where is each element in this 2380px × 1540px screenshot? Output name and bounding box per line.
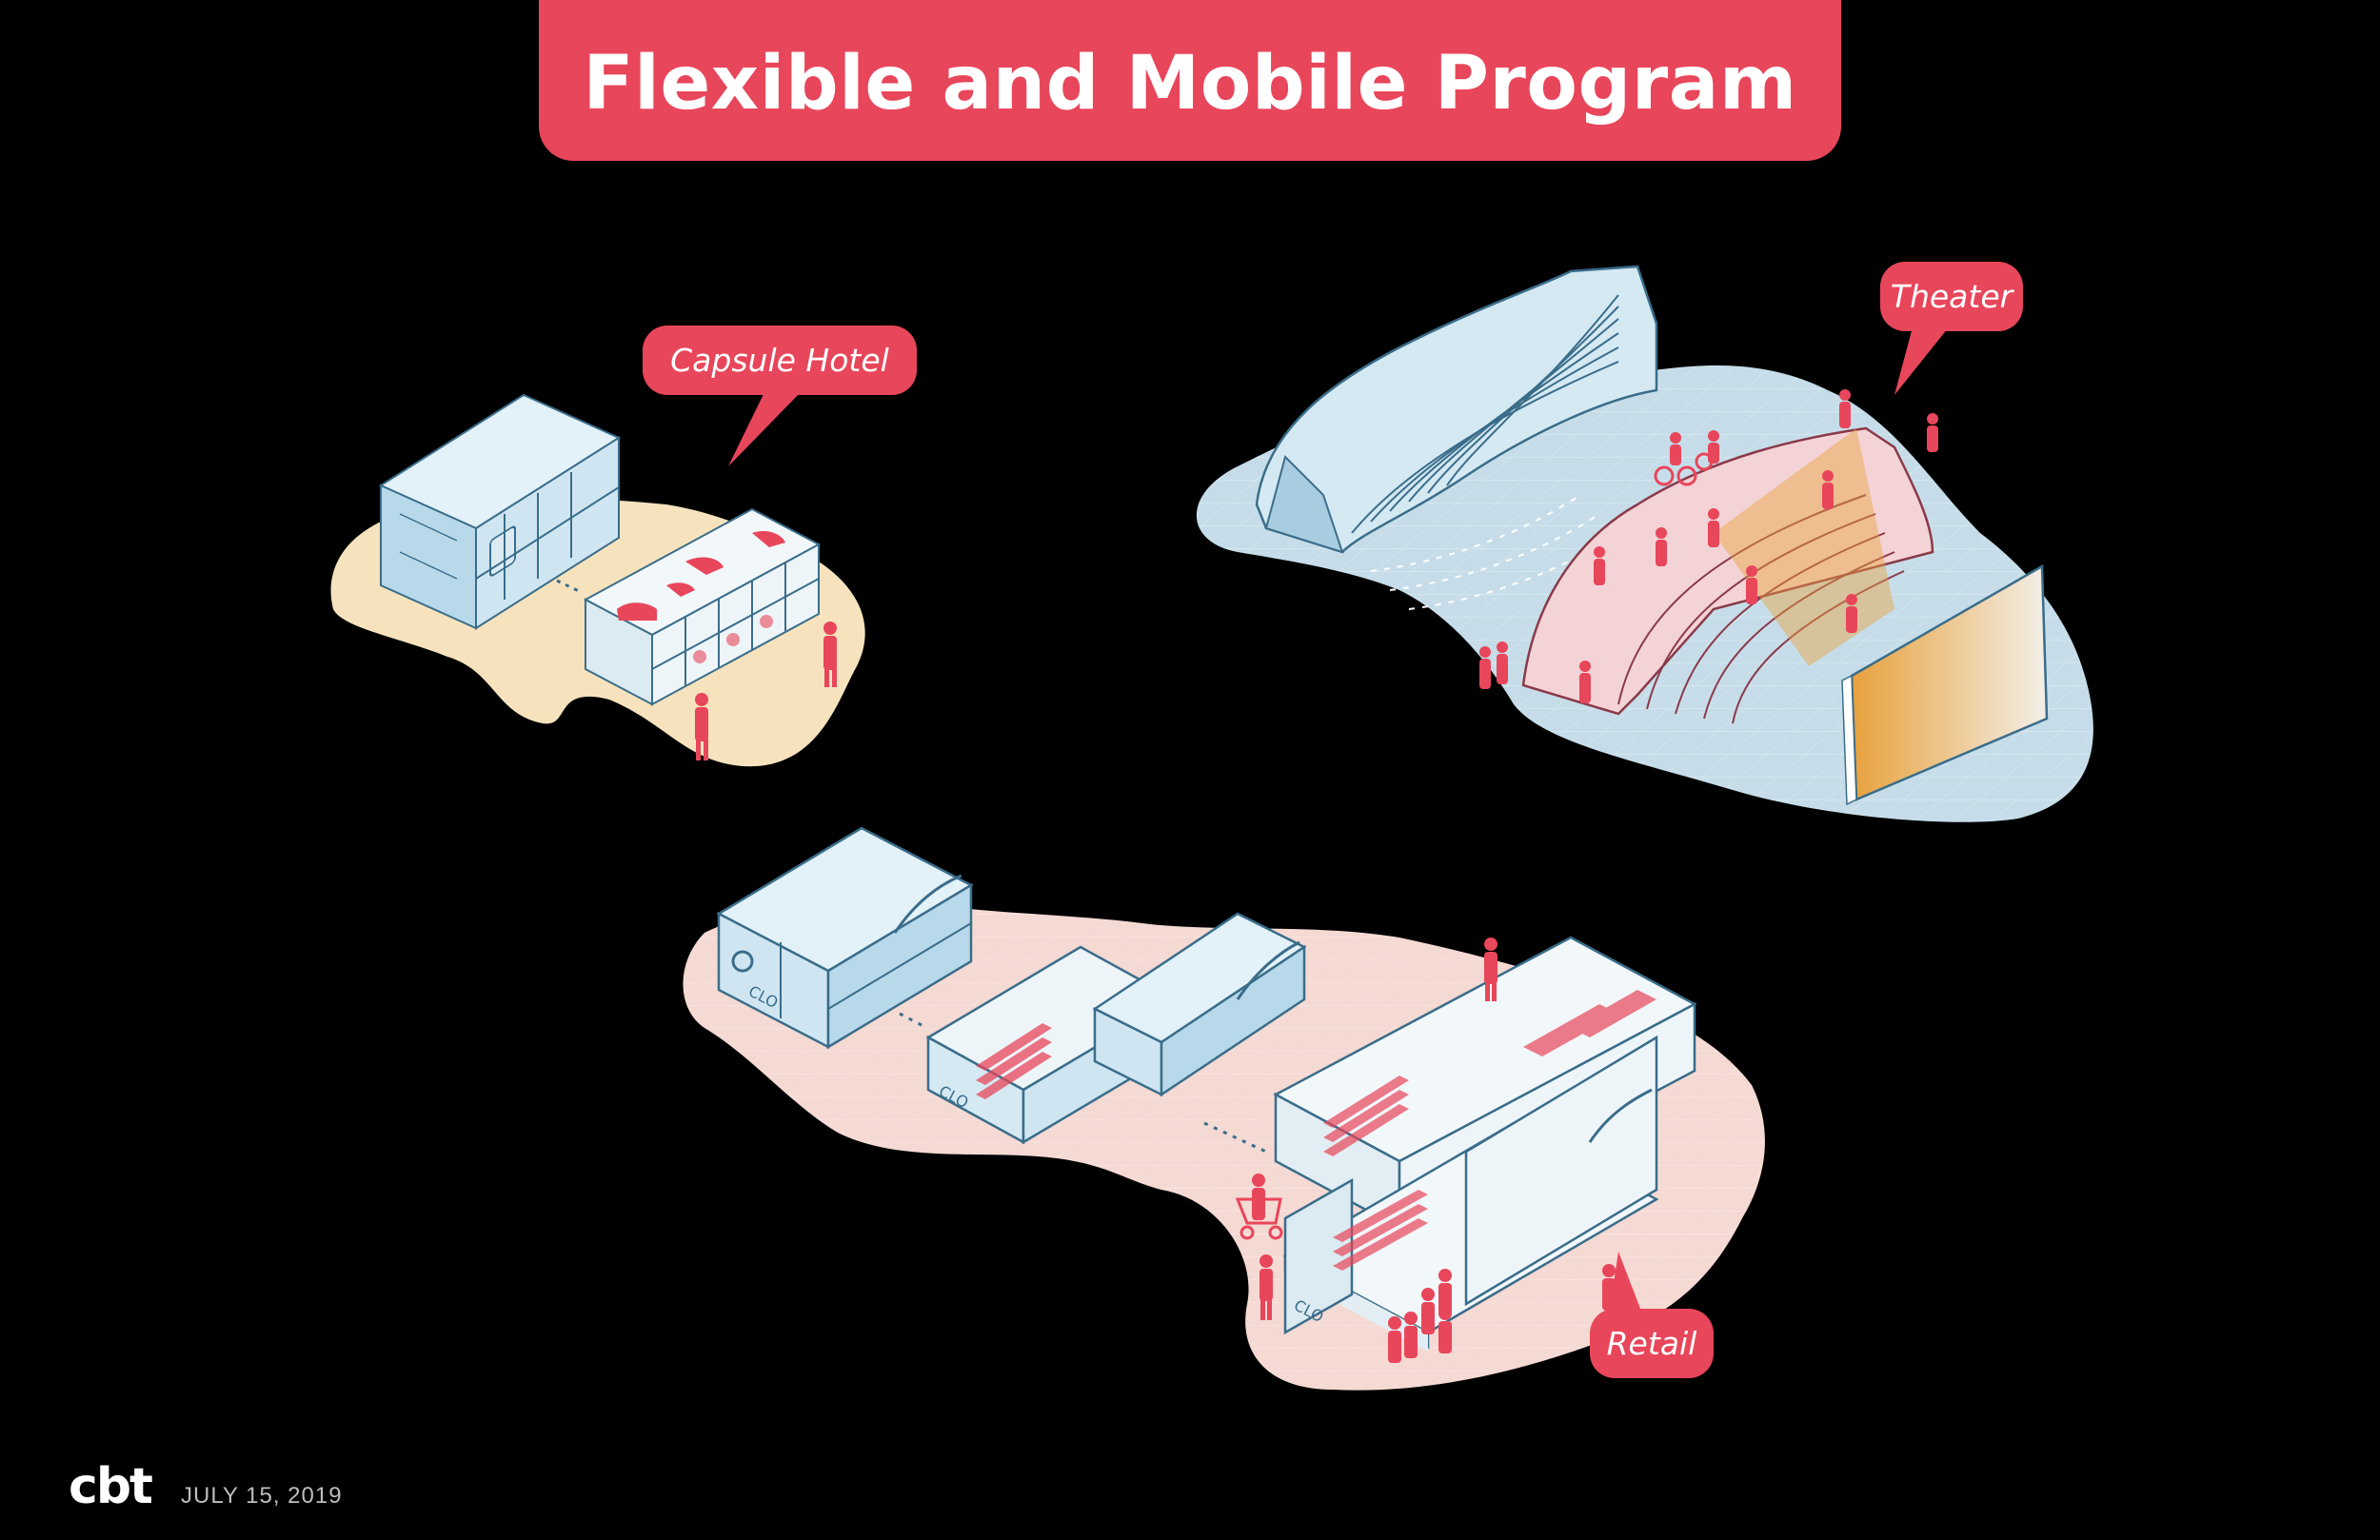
capsule-module-open [583,507,822,706]
theater-people [1479,389,1938,703]
retail-group: CLO CLO [683,826,1765,1391]
retail-callout: Retail [1590,1309,1714,1378]
footer-date: JULY 15, 2019 [181,1483,343,1509]
capsule-hotel-label: Capsule Hotel [670,342,889,379]
theater-callout-tail [1894,324,1952,395]
retail-label: Retail [1606,1325,1697,1362]
retail-module-front [1282,1035,1659,1352]
capsule-hotel-group [330,393,865,767]
retail-module-closed [716,826,974,1050]
page-title: Flexible and Mobile Program [583,41,1797,127]
retail-callout-tail [1609,1252,1642,1313]
retail-module-closed-b [1092,912,1307,1097]
title-banner: Flexible and Mobile Program [539,0,1841,161]
theater-group [1196,265,2093,822]
theater-label: Theater [1890,278,2013,315]
cbt-logo: cbt [69,1458,153,1515]
capsule-hotel-callout: Capsule Hotel [643,326,917,395]
capsule-hotel-callout-tail [728,388,804,466]
capsule-module-closed [378,393,622,630]
theater-shell-blue [1255,265,1658,610]
theater-callout: Theater [1880,262,2023,331]
theater-screen [1841,563,2049,806]
move-arrows [899,1012,1267,1154]
hotel-people [695,622,837,760]
